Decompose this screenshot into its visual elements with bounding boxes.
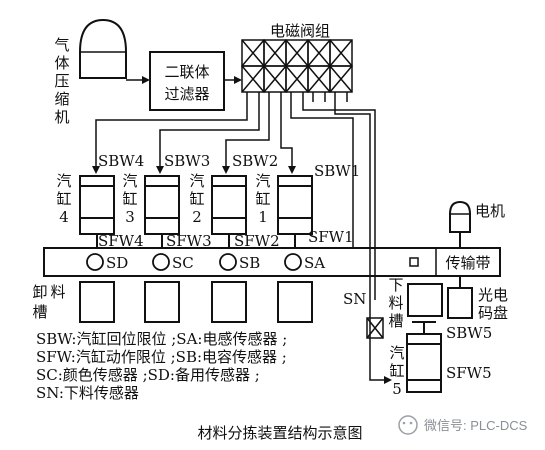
svg-text:料: 料 bbox=[50, 283, 65, 301]
sensors: SD SC SB SA bbox=[86, 253, 325, 272]
svg-text:机: 机 bbox=[54, 108, 69, 126]
watermark: 微信号: PLC-DCS bbox=[398, 415, 528, 435]
svg-text:4: 4 bbox=[59, 208, 69, 226]
motor: 电机 bbox=[449, 200, 505, 248]
svg-text:汽: 汽 bbox=[56, 172, 71, 190]
svg-text:微信号: PLC-DCS: 微信号: PLC-DCS bbox=[424, 418, 528, 433]
svg-text:汽: 汽 bbox=[389, 344, 404, 362]
svg-text:料: 料 bbox=[388, 294, 403, 312]
svg-text:SBW3: SBW3 bbox=[164, 152, 210, 170]
sn-label: SN bbox=[343, 290, 366, 308]
svg-text:SBW2: SBW2 bbox=[232, 152, 278, 170]
svg-text:SB: SB bbox=[239, 254, 260, 272]
svg-text:光电: 光电 bbox=[478, 286, 508, 304]
svg-text:SN:下料传感器: SN:下料传感器 bbox=[36, 384, 139, 402]
sbw-labels: SBW4 SBW3 SBW2 SBW1 bbox=[98, 152, 360, 180]
svg-text:汽: 汽 bbox=[255, 172, 270, 190]
svg-text:卸: 卸 bbox=[32, 283, 47, 301]
cylinder-5 bbox=[406, 321, 442, 393]
svg-text:汽: 汽 bbox=[189, 172, 204, 190]
svg-text:体: 体 bbox=[54, 54, 69, 72]
svg-text:槽: 槽 bbox=[388, 312, 403, 330]
svg-text:SFW4: SFW4 bbox=[98, 232, 144, 250]
svg-text:SFW:汽缸动作限位 ;SB:电容传感器 ;: SFW:汽缸动作限位 ;SB:电容传感器 ; bbox=[36, 348, 287, 366]
feed-chute bbox=[407, 283, 443, 317]
svg-text:SBW4: SBW4 bbox=[98, 152, 144, 170]
svg-text:SFW1: SFW1 bbox=[308, 228, 354, 246]
svg-text:SBW1: SBW1 bbox=[314, 162, 360, 180]
svg-text:SC: SC bbox=[172, 254, 194, 272]
unload-label: 卸 料 槽 bbox=[32, 283, 65, 321]
svg-text:缸: 缸 bbox=[189, 190, 204, 208]
sfw5-label: SFW5 bbox=[446, 364, 492, 382]
svg-text:缸: 缸 bbox=[389, 362, 404, 380]
dual-filter: 二联体 过滤器 bbox=[149, 51, 225, 111]
svg-text:过滤器: 过滤器 bbox=[164, 85, 209, 103]
conveyor-belt bbox=[43, 247, 501, 277]
pipes bbox=[92, 102, 392, 384]
svg-text:二联体: 二联体 bbox=[164, 63, 209, 81]
svg-text:电机: 电机 bbox=[475, 202, 505, 220]
feed-label: 下 料 槽 bbox=[388, 276, 403, 330]
conveyor-label: 传输带 bbox=[445, 254, 490, 272]
svg-text:SA: SA bbox=[304, 254, 325, 272]
unload-bins bbox=[79, 281, 313, 323]
svg-text:槽: 槽 bbox=[32, 303, 47, 321]
cylinder-labels: 汽 缸 4 汽 缸 3 汽 缸 2 汽 缸 1 bbox=[56, 172, 270, 226]
cylinders bbox=[79, 175, 313, 248]
svg-text:SD: SD bbox=[106, 254, 128, 272]
svg-text:缩: 缩 bbox=[54, 90, 69, 108]
svg-text:SFW2: SFW2 bbox=[234, 232, 280, 250]
compressor-label: 气 体 压 缩 机 bbox=[54, 36, 69, 126]
legend: SBW:汽缸回位限位 ;SA:电感传感器 ; SFW:汽缸动作限位 ;SB:电容… bbox=[36, 330, 287, 402]
sbw5-label: SBW5 bbox=[446, 324, 492, 342]
svg-text:1: 1 bbox=[258, 208, 268, 226]
valve-group bbox=[241, 39, 353, 102]
svg-text:汽: 汽 bbox=[122, 172, 137, 190]
svg-text:SC:颜色传感器 ;SD:备用传感器 ;: SC:颜色传感器 ;SD:备用传感器 ; bbox=[36, 366, 260, 384]
sfw-labels: SFW4 SFW3 SFW2 SFW1 bbox=[98, 228, 354, 250]
svg-text:下: 下 bbox=[388, 276, 403, 294]
sn-sensor bbox=[366, 317, 384, 339]
svg-text:压: 压 bbox=[54, 72, 69, 90]
svg-text:码盘: 码盘 bbox=[478, 304, 508, 322]
caption: 材料分拣装置结构示意图 bbox=[197, 424, 362, 442]
svg-text:气: 气 bbox=[54, 36, 69, 54]
svg-text:SBW:汽缸回位限位 ;SA:电感传感器 ;: SBW:汽缸回位限位 ;SA:电感传感器 ; bbox=[36, 330, 287, 348]
svg-text:2: 2 bbox=[192, 208, 202, 226]
cylinder-5-label: 汽 缸 5 bbox=[389, 344, 404, 398]
photo-encoder: 光电 码盘 bbox=[447, 276, 508, 322]
valve-group-label: 电磁阀组 bbox=[270, 22, 330, 40]
svg-text:SFW3: SFW3 bbox=[166, 232, 212, 250]
svg-text:5: 5 bbox=[392, 380, 402, 398]
svg-text:缸: 缸 bbox=[56, 190, 71, 208]
part-marker bbox=[409, 257, 419, 267]
svg-text:缸: 缸 bbox=[122, 190, 137, 208]
svg-text:3: 3 bbox=[125, 208, 135, 226]
svg-text:缸: 缸 bbox=[255, 190, 270, 208]
gas-compressor bbox=[79, 18, 127, 79]
